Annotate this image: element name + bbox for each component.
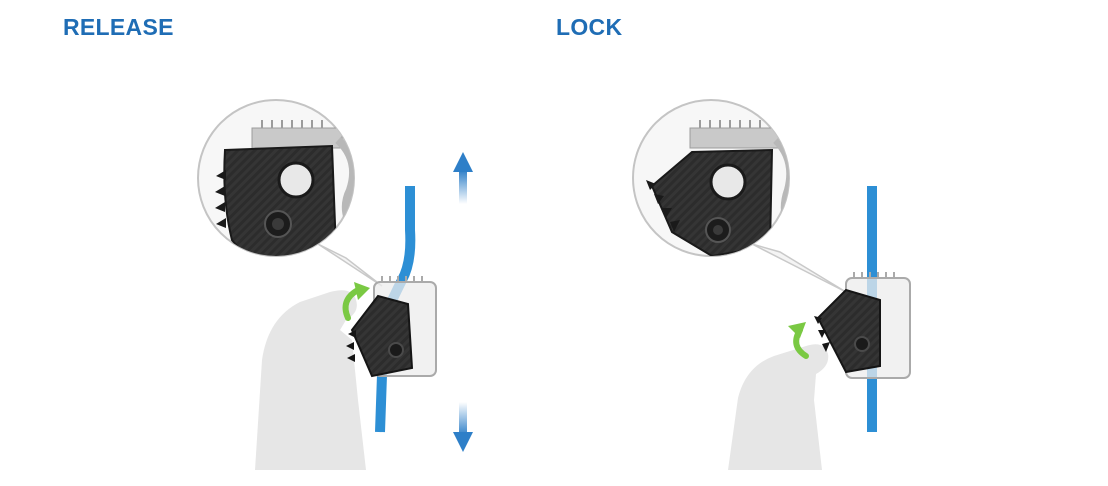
release-title: RELEASE (63, 14, 174, 40)
release-illustration (197, 99, 473, 470)
lock-title: LOCK (556, 14, 623, 40)
rotate-arrow-icon (788, 322, 809, 359)
up-arrow-icon (453, 152, 473, 204)
device-cam-release (350, 294, 414, 378)
down-arrow-icon (453, 402, 473, 452)
zoom-detail-release (215, 120, 354, 256)
hand-lock (728, 344, 829, 470)
zoom-callout-pointer-lock (751, 243, 847, 293)
zoom-callout-pointer-release (317, 243, 383, 287)
rotate-arrow-icon (342, 282, 370, 321)
lock-illustration (632, 99, 911, 470)
hand-release (255, 290, 366, 470)
